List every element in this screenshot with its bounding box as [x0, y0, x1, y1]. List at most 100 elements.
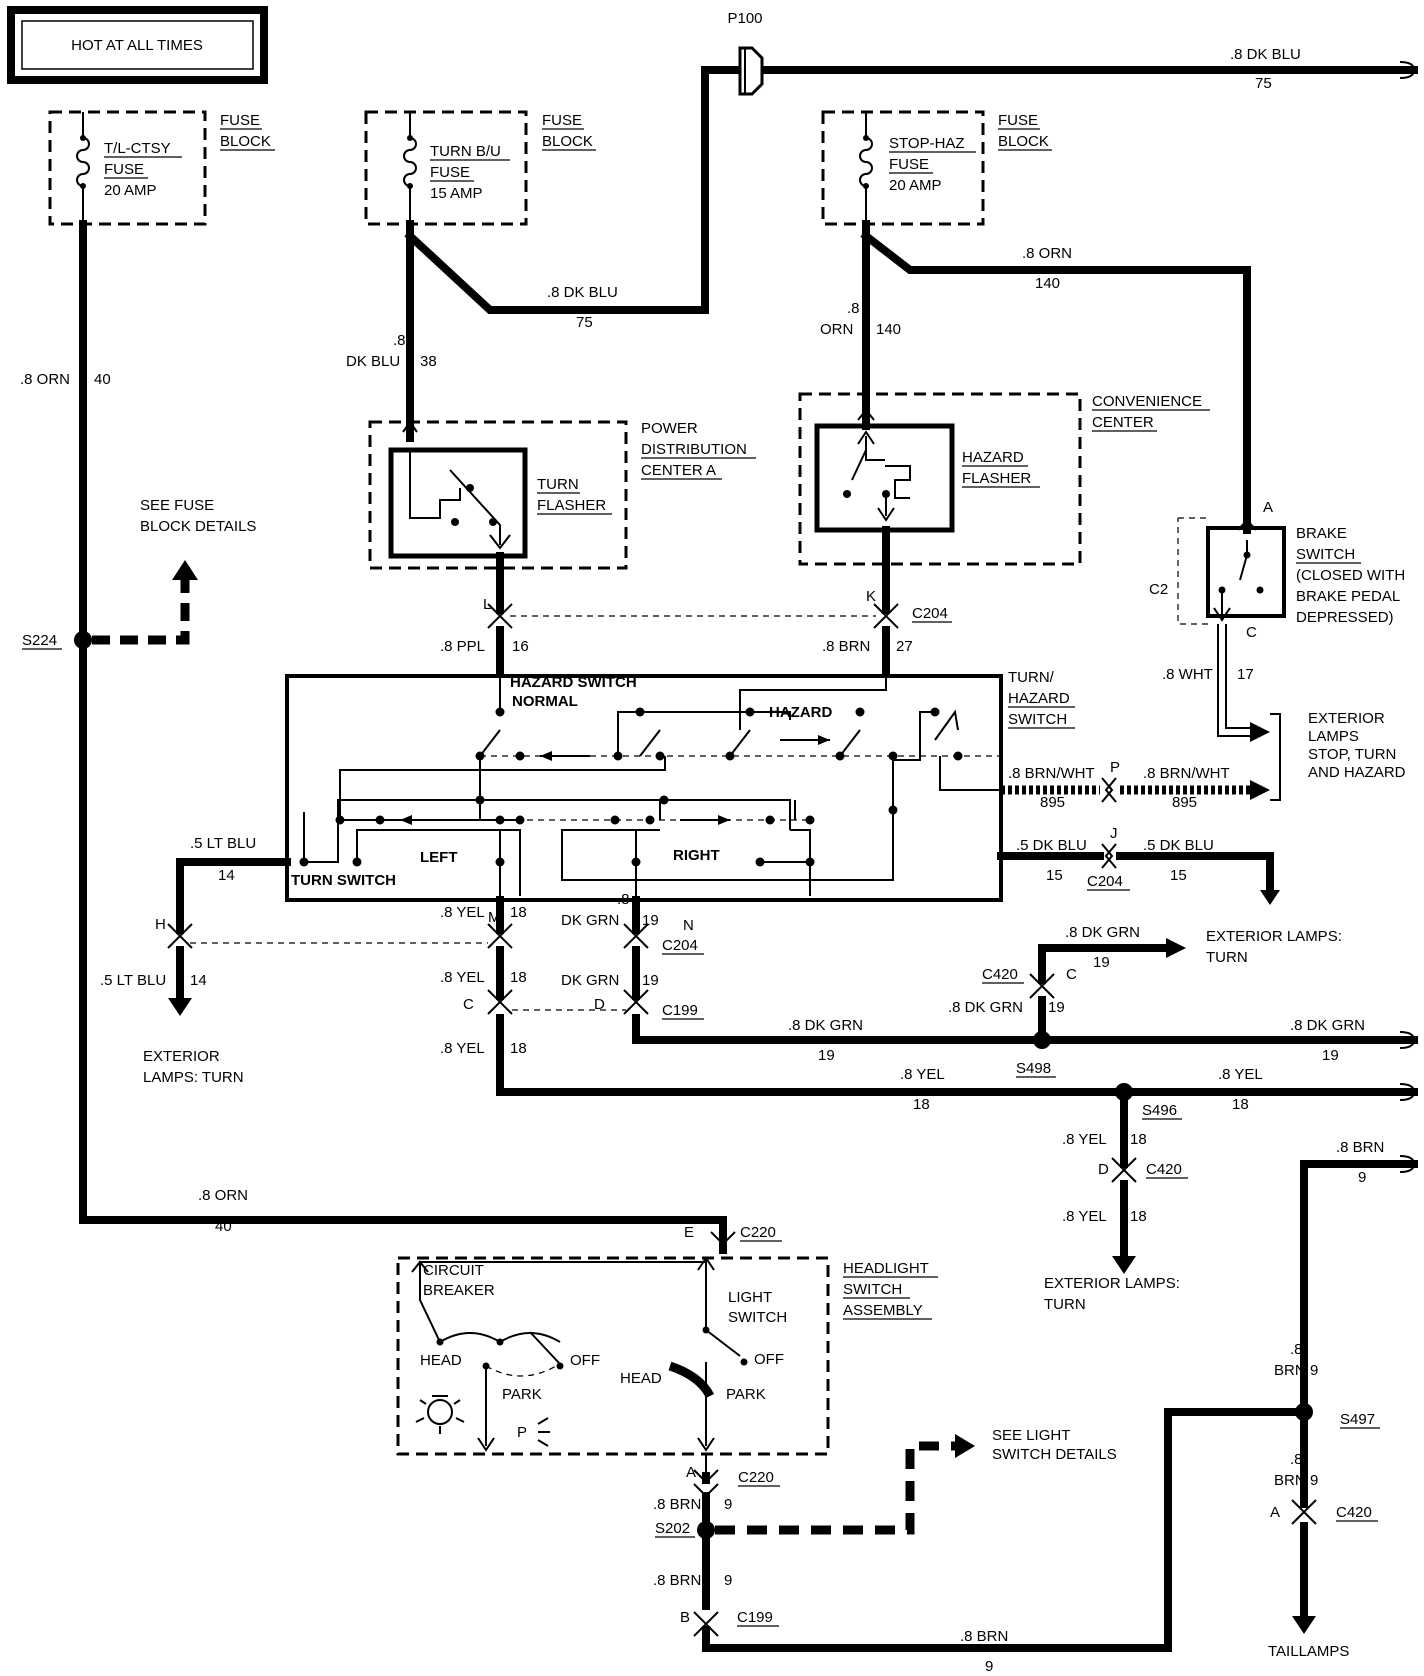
- fuse-block-label: FUSE: [220, 112, 260, 129]
- component-label: ASSEMBLY: [843, 1302, 923, 1319]
- c204-top: L K C204: [483, 576, 952, 680]
- connector-label: C420: [1146, 1161, 1182, 1178]
- wire-number: 140: [1035, 275, 1060, 292]
- wire-label: .8: [1290, 1341, 1303, 1358]
- switch-right-outputs: P J C204: [997, 713, 1281, 905]
- wire-label: .8 BRN/WHT: [1143, 765, 1230, 782]
- switch-label: CIRCUIT: [423, 1262, 484, 1279]
- wire-number: 18: [1130, 1208, 1147, 1225]
- wire-number: 9: [985, 1658, 993, 1675]
- wire-number: 9: [1310, 1472, 1318, 1489]
- reference-label: BLOCK DETAILS: [140, 518, 256, 535]
- connector-label: C199: [662, 1002, 698, 1019]
- wire-label: DK GRN: [561, 972, 619, 989]
- pin-label: A: [1263, 499, 1273, 516]
- wire-label: .8: [1290, 1451, 1303, 1468]
- wire-label: .8 YEL: [1062, 1208, 1107, 1225]
- wire-label: .8 DK BLU: [1230, 46, 1301, 63]
- fuse-word: FUSE: [889, 156, 929, 173]
- pin-label: M: [488, 909, 501, 926]
- destination-label: LAMPS: TURN: [143, 1069, 244, 1086]
- wire-number: 19: [1093, 954, 1110, 971]
- wire-label: .8 BRN/WHT: [1008, 765, 1095, 782]
- wire-label: .8 DK GRN: [948, 999, 1023, 1016]
- switch-label: NORMAL: [512, 693, 578, 710]
- component-label: DEPRESSED): [1296, 609, 1394, 626]
- switch-left-output: H: [155, 858, 488, 1016]
- wire-label: DK GRN: [561, 912, 619, 929]
- wire-label: DK BLU: [346, 353, 400, 370]
- location-label: CONVENIENCE: [1092, 393, 1202, 410]
- splice-label: S497: [1340, 1411, 1375, 1428]
- component-label: HAZARD: [962, 449, 1024, 466]
- headlight-switch-assembly: E C220 CIRCUIT BREAKER: [396, 1224, 938, 1456]
- pin-label: P: [1110, 759, 1120, 776]
- location-label: CENTER: [1092, 414, 1154, 431]
- destination-label: LAMPS: [1308, 728, 1359, 745]
- switch-label: HAZARD SWITCH: [510, 674, 637, 691]
- wire-number: 19: [1322, 1047, 1339, 1064]
- destination-label: AND HAZARD: [1308, 764, 1406, 781]
- wire-number: 75: [576, 314, 593, 331]
- splice-label: S202: [655, 1520, 690, 1537]
- wire-label: .8 BRN: [653, 1496, 701, 1513]
- wire-label: .8 YEL: [900, 1066, 945, 1083]
- location-label: DISTRIBUTION: [641, 441, 747, 458]
- pin-label: E: [684, 1224, 694, 1241]
- component-label: SWITCH: [1296, 546, 1355, 563]
- wire-number: 18: [510, 904, 527, 921]
- wire-number: 18: [1232, 1096, 1249, 1113]
- connector-label: C199: [737, 1609, 773, 1626]
- wire-number: 19: [642, 912, 659, 929]
- pin-label: B: [680, 1609, 690, 1626]
- wire-label: .8 BRN: [653, 1572, 701, 1589]
- wire-number: 19: [818, 1047, 835, 1064]
- wire-number: 9: [1310, 1362, 1318, 1379]
- brn9-wires: [693, 1155, 1418, 1652]
- wire-number: 27: [896, 638, 913, 655]
- fuse-name: TURN B/U: [430, 143, 501, 160]
- fuse-rating: 20 AMP: [889, 177, 942, 194]
- wire-number: 18: [913, 1096, 930, 1113]
- switch-label: LEFT: [420, 849, 458, 866]
- fuse-block-label: BLOCK: [220, 133, 271, 150]
- wire-number: 895: [1040, 794, 1065, 811]
- destination-taillamps: TAILLAMPS: [1268, 1643, 1349, 1660]
- pin-label: C: [463, 996, 474, 1013]
- pin-label: N: [683, 917, 694, 934]
- wire-label: .8 DK GRN: [1290, 1017, 1365, 1034]
- wire-label: .8: [617, 891, 630, 908]
- wire-label: .8 YEL: [440, 969, 485, 986]
- wire-label: .8: [847, 300, 860, 317]
- component-label: (CLOSED WITH: [1296, 567, 1405, 584]
- destination-label: TURN: [1206, 949, 1248, 966]
- wire-number: 19: [1048, 999, 1065, 1016]
- component-label: TURN/: [1008, 669, 1055, 686]
- wire-label: .8 YEL: [440, 904, 485, 921]
- wire-number: 18: [1130, 1131, 1147, 1148]
- destination-label: EXTERIOR LAMPS:: [1044, 1275, 1180, 1292]
- wire-number: 15: [1170, 867, 1187, 884]
- wire-number: 17: [1237, 666, 1254, 683]
- wire-label: .8 DK BLU: [547, 284, 618, 301]
- switch-label: P: [517, 1424, 527, 1441]
- fuse-stop-haz: STOP-HAZ FUSE 20 AMP FUSE BLOCK: [821, 110, 1052, 226]
- wire-number: 40: [94, 371, 111, 388]
- pin-label: D: [594, 996, 605, 1013]
- fuse-block-label: BLOCK: [542, 133, 593, 150]
- pin-label: C: [1246, 624, 1257, 641]
- wire-label: .8 BRN: [1336, 1139, 1384, 1156]
- connector-label: C204: [1087, 873, 1123, 890]
- fuse-block-label: FUSE: [542, 112, 582, 129]
- wire-label: .5 DK BLU: [1143, 837, 1214, 854]
- switch-label: HEAD: [420, 1352, 462, 1369]
- component-label: HEADLIGHT: [843, 1260, 929, 1277]
- fuse-turn-bu: TURN B/U FUSE 15 AMP FUSE BLOCK: [364, 110, 596, 226]
- pin-label: A: [1270, 1504, 1280, 1521]
- pin-label: L: [483, 596, 491, 613]
- wire-number: 895: [1172, 794, 1197, 811]
- brake-switch: A C C2 BRAKE SWITCH (CLOSED WITH BRAKE P…: [1149, 499, 1405, 742]
- component-label: FLASHER: [537, 497, 606, 514]
- wire-label: .8 YEL: [1062, 1131, 1107, 1148]
- pin-label: J: [1110, 825, 1118, 842]
